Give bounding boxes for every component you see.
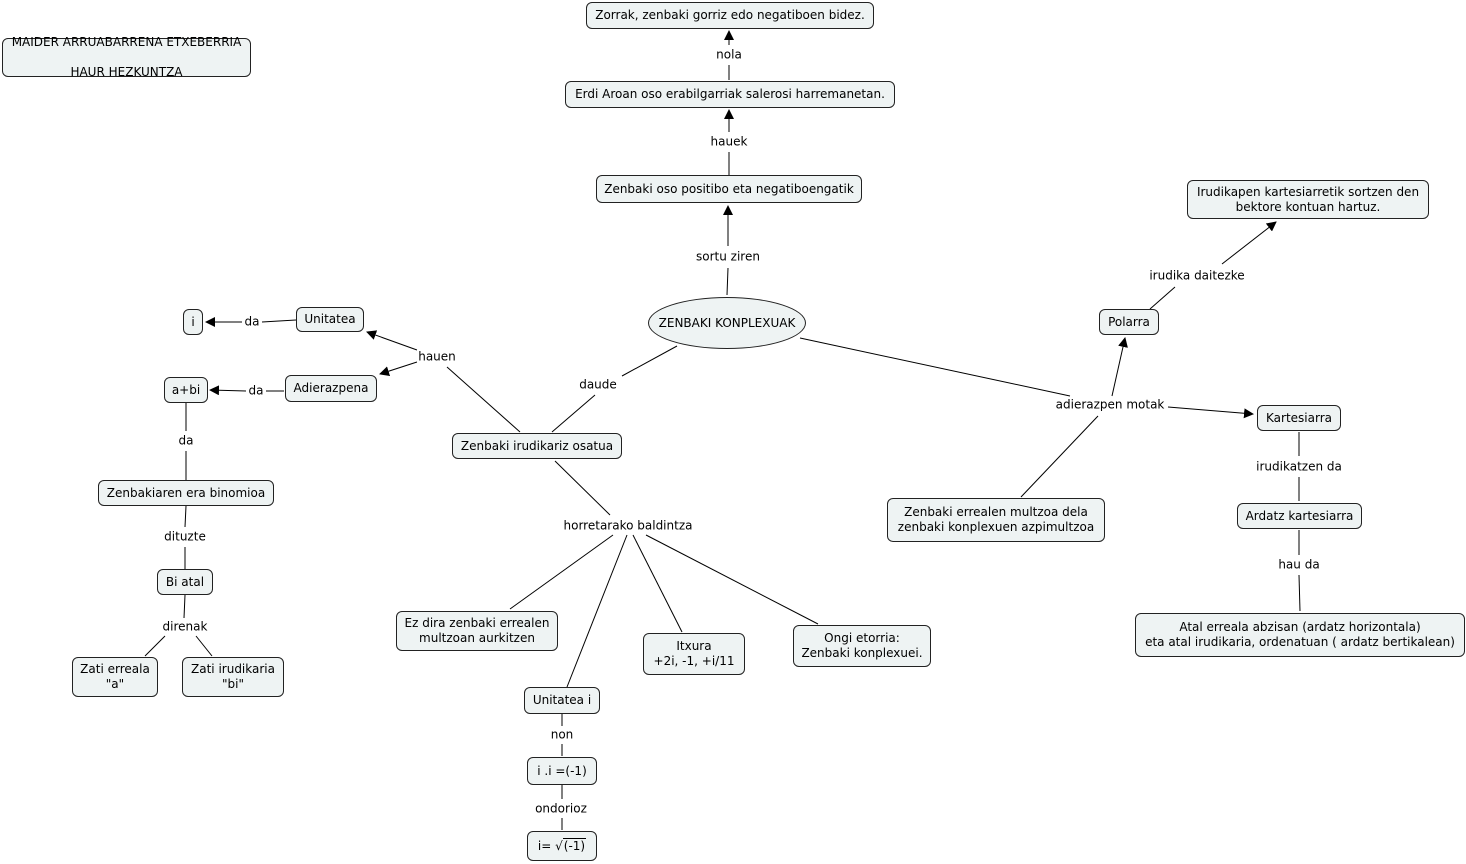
node-polarra[interactable]: Polarra [1099,309,1159,335]
node-errealen-multzoa[interactable]: Zenbaki errealen multzoa dela zenbaki ko… [887,498,1105,542]
link-adierazpen-motak: adierazpen motak [1054,397,1166,413]
line-horretarako-ongi [645,534,819,625]
node-i-sqrt[interactable]: i= √(-1) [527,831,597,861]
line-adierazpen-polarra [1111,337,1128,397]
node-irudikapen[interactable]: Irudikapen kartesiarretik sortzen den be… [1187,180,1429,219]
author-name: MAIDER ARRUABARRENA ETXEBERRIA [11,35,242,49]
line-direnak-zatierreala [144,635,166,657]
node-ez-dira[interactable]: Ez dira zenbaki errealen multzoan aurkit… [396,611,558,651]
node-atal-erreala[interactable]: Atal erreala abzisan (ardatz horizontala… [1135,613,1465,657]
line-biatal-direnak [183,594,186,619]
line-horretarako-itxura [632,534,683,633]
node-kartesiarra[interactable]: Kartesiarra [1257,405,1341,431]
sqrt-icon: √(-1) [555,837,587,853]
node-i[interactable]: i [183,309,203,335]
link-daude: daude [578,377,618,393]
link-nola: nola [715,47,743,63]
node-ongi-etorria[interactable]: Ongi etorria: Zenbaki konplexuei. [793,625,931,667]
link-hauen: hauen [417,349,457,365]
node-zorrak[interactable]: Zorrak, zenbaki gorriz edo negatiboen bi… [586,2,874,29]
link-irudikatzen-da: irudikatzen da [1255,459,1343,475]
node-zati-irudikaria[interactable]: Zati irudikaria "bi" [182,657,284,697]
i-sqrt-prefix: i= [537,838,552,853]
node-itxura[interactable]: Itxura +2i, -1, +i/11 [643,633,745,675]
link-dituzte: dituzte [163,529,207,545]
line-binomioa-dituzte [184,505,187,528]
sqrt-radicand: (-1) [562,837,587,853]
node-i-i[interactable]: i .i =(-1) [527,757,597,785]
link-da-abi: da [177,433,195,449]
node-zati-erreala[interactable]: Zati erreala "a" [72,657,158,697]
link-horretarako-baldintza: horretarako baldintza [562,518,694,534]
line-center-adierazpen [799,337,1071,397]
link-ondorioz: ondorioz [534,801,588,817]
node-a-bi[interactable]: a+bi [164,377,208,403]
line-hauen-unitatea [366,330,418,351]
link-hau-da: hau da [1277,557,1321,573]
node-ardatz-kartesiarra[interactable]: Ardatz kartesiarra [1237,503,1362,529]
line-irudikariz-hauen [446,366,521,433]
node-binomioa[interactable]: Zenbakiaren era binomioa [98,480,274,506]
line-adierazpen-kartesiarra [1167,406,1254,419]
line-horretarako-ezdira [509,534,614,610]
center-node[interactable]: ZENBAKI KONPLEXUAK [648,297,806,349]
link-irudika-daitezke: irudika daitezke [1148,268,1246,284]
line-haud-atal [1298,574,1301,612]
line-polarra-irudika [1149,286,1176,310]
line-hauen-adierazpena [379,361,418,376]
node-erdi-aroan[interactable]: Erdi Aroan oso erabilgarriak salerosi ha… [565,81,895,108]
line-center-sortu [726,267,729,296]
node-irudikariz-osatua[interactable]: Zenbaki irudikariz osatua [452,433,622,459]
link-non: non [549,727,575,743]
line-direnak-zatiirudikaria [195,635,213,657]
line-irudika-irudikapen [1221,221,1277,265]
node-oso-positibo[interactable]: Zenbaki oso positibo eta negatiboengatik [596,175,862,203]
link-da-unitatea: da [243,314,261,330]
line-center-daude [621,345,678,377]
node-unitatea-i[interactable]: Unitatea i [524,687,600,714]
node-unitatea[interactable]: Unitatea [296,307,364,332]
line-irudikariz-horretarako [554,460,611,516]
line-da-abi [209,385,247,396]
line-errealen-adierazpen [1020,415,1099,498]
node-adierazpena[interactable]: Adierazpena [285,375,377,402]
link-direnak: direnak [161,619,209,635]
link-da-adierazpena: da [247,383,265,399]
link-sortu-ziren: sortu ziren [695,249,761,265]
node-bi-atal[interactable]: Bi atal [157,569,213,595]
link-hauek: hauek [709,134,749,150]
line-horretarako-unitatei [566,534,628,688]
author-course: HAUR HEZKUNTZA [70,65,183,79]
author-box: MAIDER ARRUABARRENA ETXEBERRIA HAUR HEZK… [2,35,251,79]
line-daude-irudikariz [551,394,596,433]
line-unitatea-da [261,319,297,323]
